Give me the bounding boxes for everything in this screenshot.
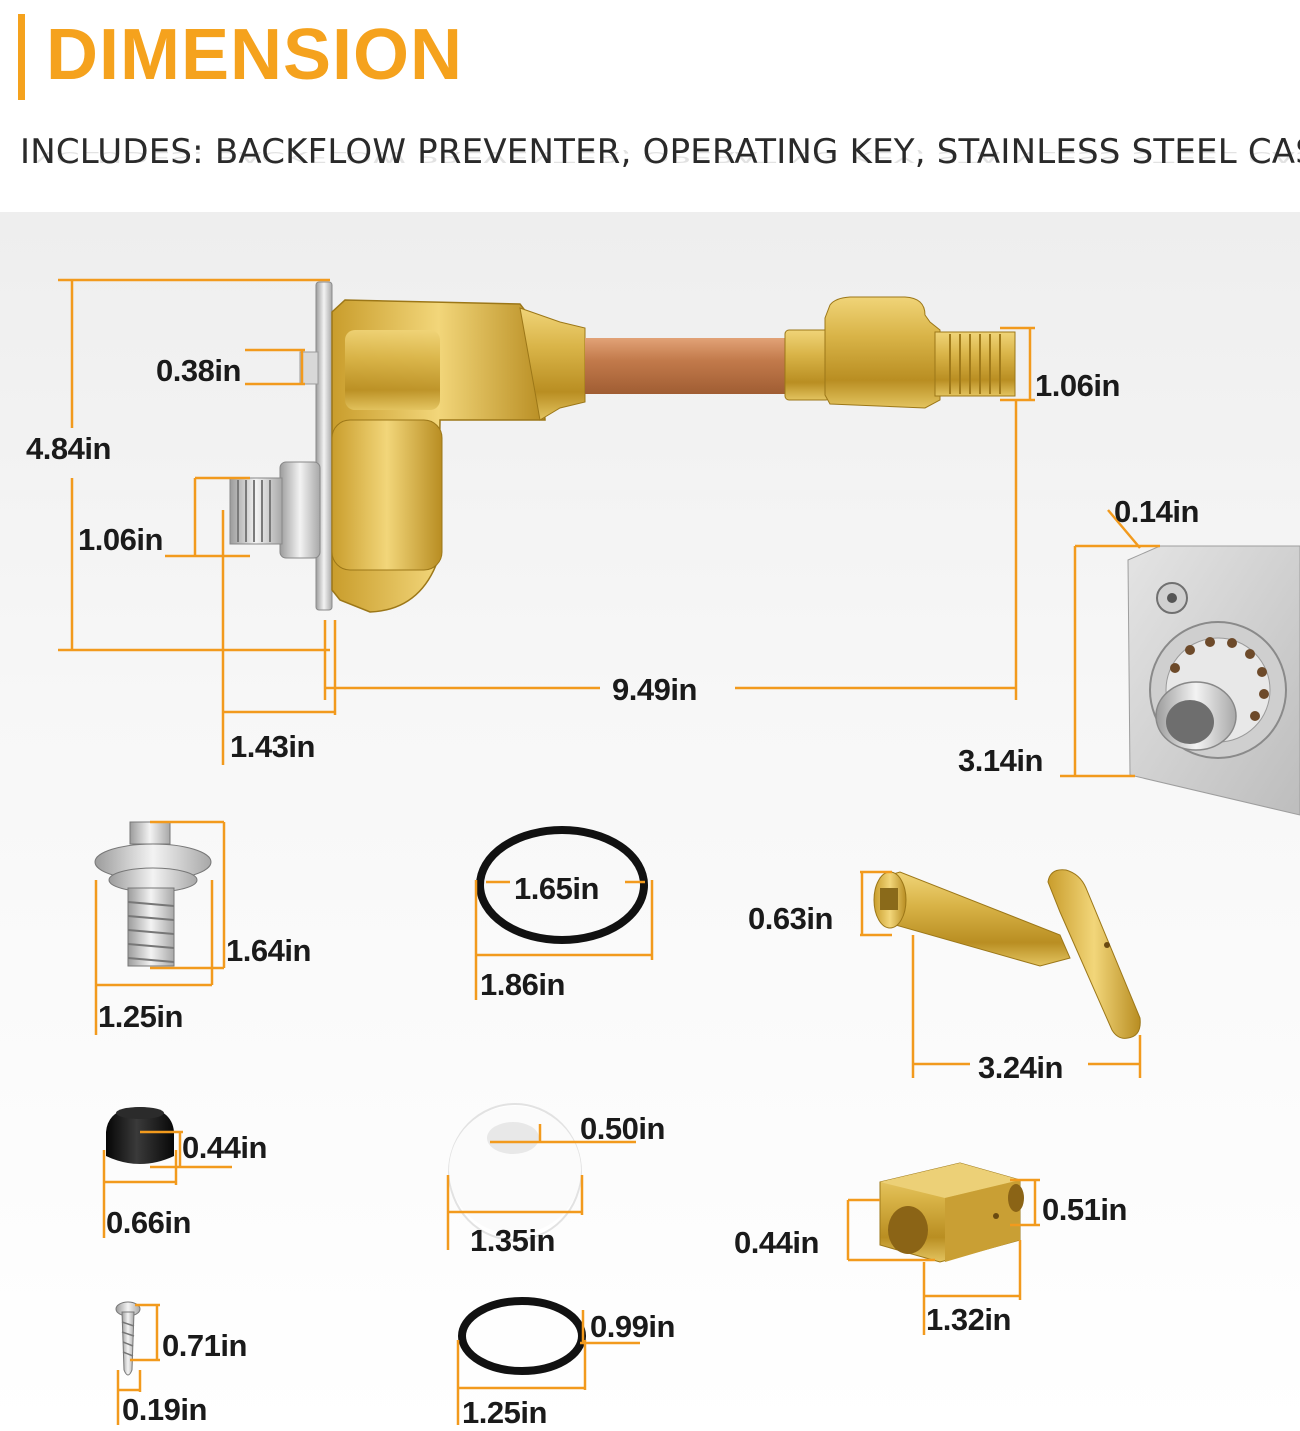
dim-stem-height: 1.64in bbox=[226, 933, 311, 968]
large-o-ring bbox=[476, 826, 648, 944]
dim-faucet-height: 4.84in bbox=[26, 431, 111, 466]
dim-case-width: 3.14in bbox=[958, 743, 1043, 778]
title-accent-bar bbox=[18, 14, 25, 100]
dim-faucet-length: 9.49in bbox=[612, 672, 697, 707]
dim-key-socket: 0.63in bbox=[748, 901, 833, 936]
dim-oring-large-outer: 1.86in bbox=[480, 967, 565, 1002]
dim-faucet-flange: 0.38in bbox=[156, 353, 241, 388]
dim-oring-small-height: 0.99in bbox=[590, 1309, 675, 1344]
rubber-cap bbox=[106, 1107, 174, 1164]
dim-faucet-outlet: 1.06in bbox=[1035, 368, 1120, 403]
faucet-assembly bbox=[229, 281, 1016, 613]
dim-block-hole: 0.51in bbox=[1042, 1192, 1127, 1227]
includes-text: INCLUDES: BACKFLOW PREVENTER, OPERATING … bbox=[20, 132, 1300, 172]
page-title: DIMENSION bbox=[46, 15, 464, 95]
dim-cap-height: 0.44in bbox=[182, 1130, 267, 1165]
stem-part bbox=[94, 821, 212, 967]
dim-block-length: 1.32in bbox=[926, 1302, 1011, 1337]
dim-oring-large-inner: 1.65in bbox=[514, 871, 599, 906]
dim-screw-width: 0.19in bbox=[122, 1392, 207, 1427]
dim-faucet-inlet: 1.06in bbox=[78, 522, 163, 557]
small-o-ring bbox=[458, 1297, 586, 1375]
dim-key-length: 3.24in bbox=[978, 1050, 1063, 1085]
dim-stem-width: 1.25in bbox=[98, 999, 183, 1034]
dim-washer-outer: 1.35in bbox=[470, 1223, 555, 1258]
dim-case-thickness: 0.14in bbox=[1114, 494, 1199, 529]
header: DIMENSION INCLUDES: BACKFLOW PREVENTER, … bbox=[0, 0, 1300, 212]
stainless-steel-case bbox=[1127, 545, 1300, 816]
dim-screw-length: 0.71in bbox=[162, 1328, 247, 1363]
dim-faucet-depth: 1.43in bbox=[230, 729, 315, 764]
screw bbox=[115, 1301, 141, 1376]
white-washer bbox=[448, 1103, 582, 1241]
dim-block-height: 0.44in bbox=[734, 1225, 819, 1260]
dim-washer-inner: 0.50in bbox=[580, 1111, 665, 1146]
dimension-lines bbox=[58, 278, 1160, 1425]
dim-cap-width: 0.66in bbox=[106, 1205, 191, 1240]
dim-oring-small-width: 1.25in bbox=[462, 1395, 547, 1430]
operating-key bbox=[873, 869, 1141, 1039]
brass-block bbox=[879, 1162, 1024, 1263]
